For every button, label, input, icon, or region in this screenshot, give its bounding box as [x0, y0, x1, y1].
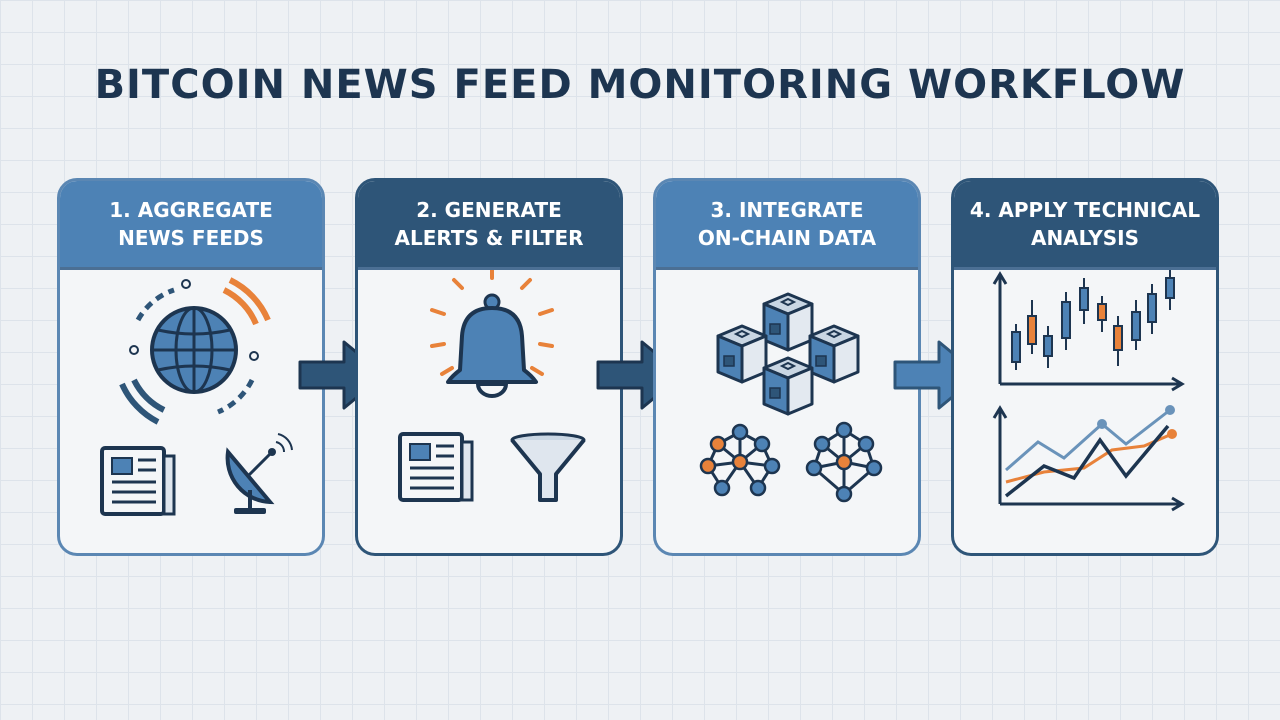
step-header: 1. AGGREGATE NEWS FEEDS — [60, 181, 322, 270]
satellite-dish-icon — [225, 433, 293, 514]
step-header: 2. GENERATE ALERTS & FILTER — [358, 181, 620, 270]
step-title-line2: ON-CHAIN DATA — [697, 226, 877, 250]
step-header: 4. APPLY TECHNICAL ANALYSIS — [954, 181, 1216, 270]
blockchain-blocks-icon — [716, 292, 860, 416]
step-card-alerts: 2. GENERATE ALERTS & FILTER — [355, 178, 623, 556]
step-title-line1: 3. INTEGRATE — [710, 198, 864, 222]
step-card-onchain: 3. INTEGRATE ON-CHAIN DATA — [653, 178, 921, 556]
globe-broadcast-icon — [119, 277, 271, 425]
step-header: 3. INTEGRATE ON-CHAIN DATA — [656, 181, 918, 270]
network-node-icon — [699, 423, 781, 497]
funnel-icon — [510, 432, 586, 502]
candlestick-chart-icon — [992, 270, 1185, 392]
step-card-aggregate: 1. AGGREGATE NEWS FEEDS — [57, 178, 325, 556]
step-card-technical: 4. APPLY TECHNICAL ANALYSIS — [951, 178, 1219, 556]
step-title-line2: ALERTS & FILTER — [394, 226, 584, 250]
network-node-icon — [805, 421, 883, 503]
line-chart-icon — [992, 405, 1185, 512]
page-title: BITCOIN NEWS FEED MONITORING WORKFLOW — [94, 62, 1186, 108]
step-title-line2: ANALYSIS — [1030, 226, 1140, 250]
step-title-line2: NEWS FEEDS — [118, 226, 264, 250]
newspaper-icon — [398, 432, 474, 502]
newspaper-icon — [100, 446, 176, 516]
step-title-line1: 4. APPLY TECHNICAL — [969, 198, 1201, 222]
bell-icon — [430, 270, 554, 398]
step-title-line1: 2. GENERATE — [416, 198, 562, 222]
step-title-line1: 1. AGGREGATE — [109, 198, 273, 222]
